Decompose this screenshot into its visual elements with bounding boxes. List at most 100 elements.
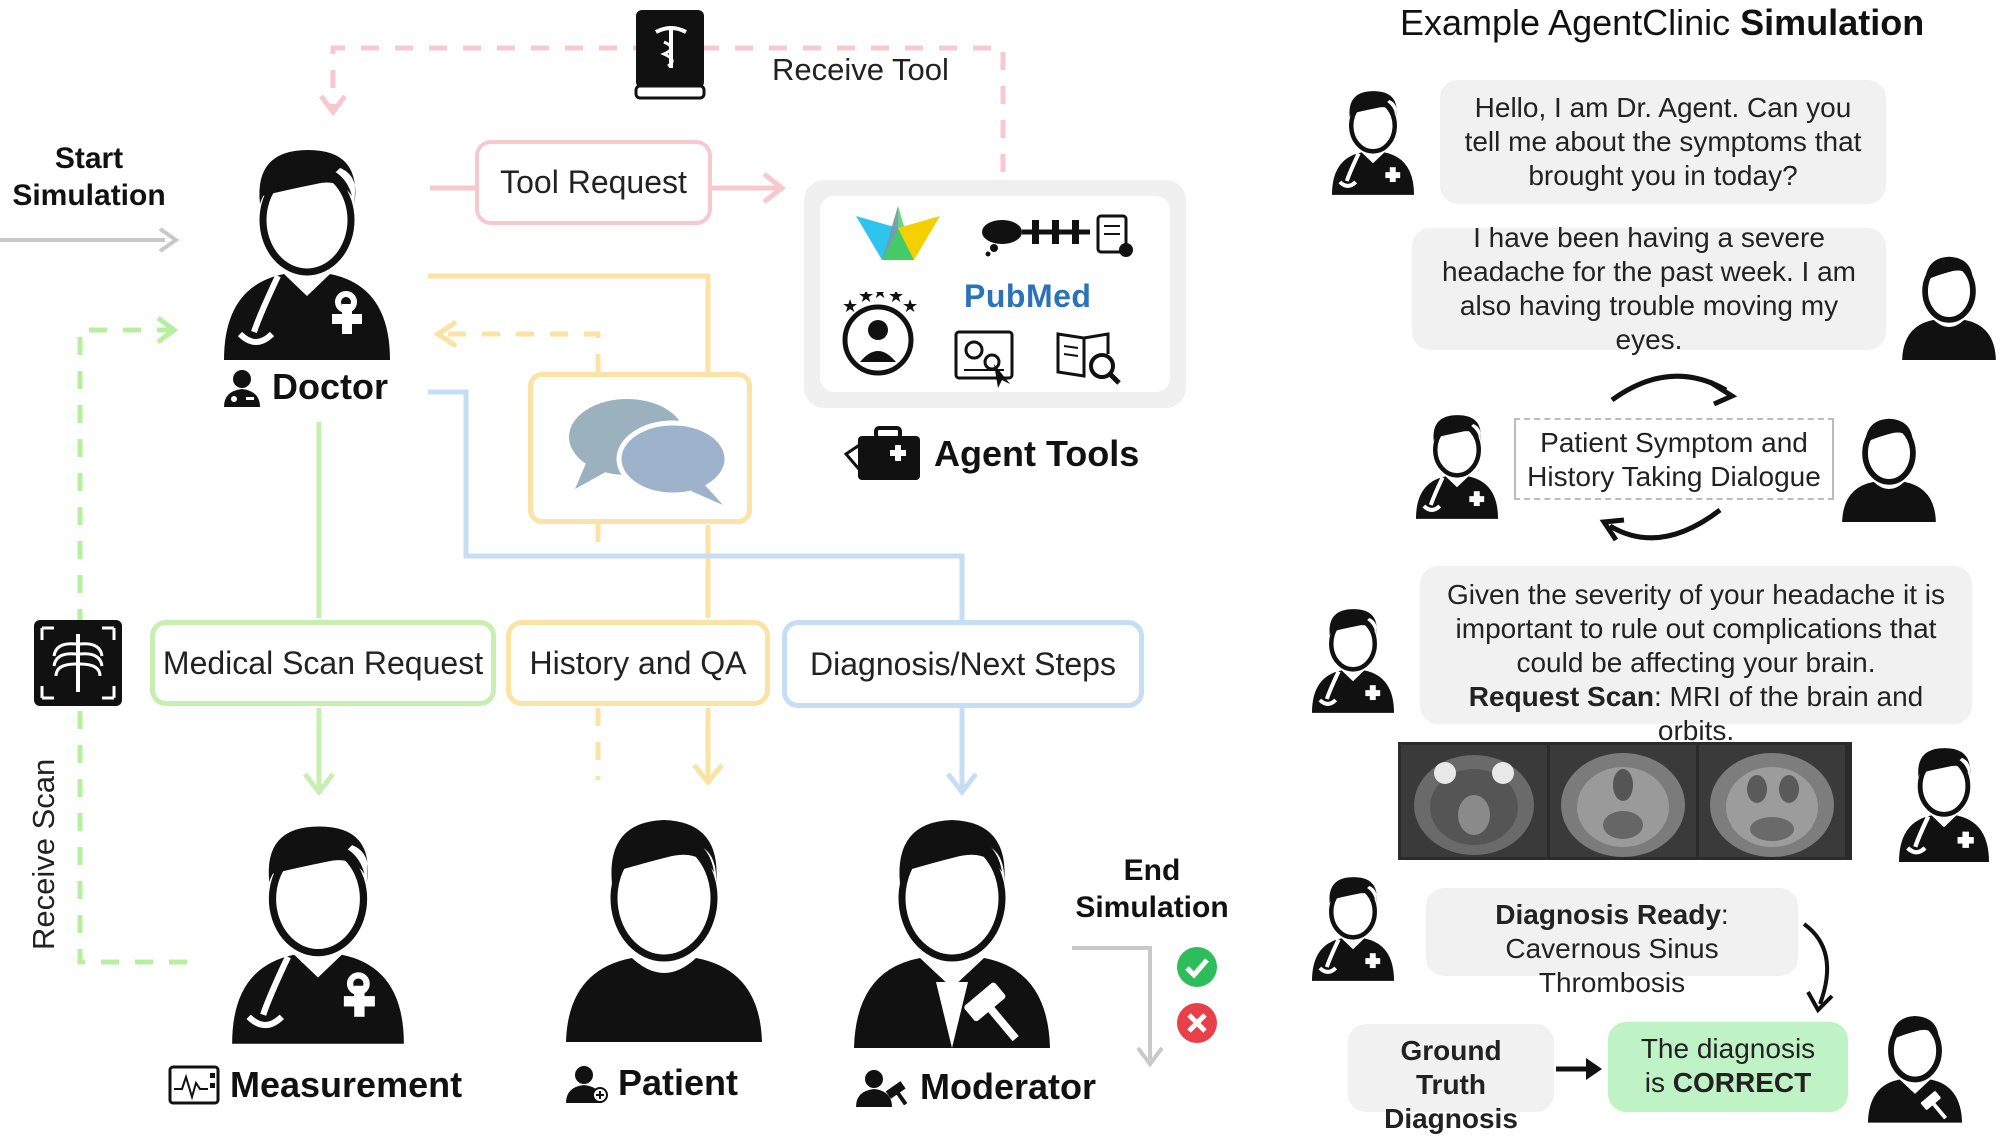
medical-scan-request-box: Medical Scan Request xyxy=(150,620,496,706)
measurement-avatar xyxy=(228,822,408,1049)
ground-truth-line1: Ground Truth xyxy=(1400,1035,1502,1100)
doctor-message-1-text: Hello, I am Dr. Agent. Can you tell me a… xyxy=(1464,92,1862,191)
start-arrow xyxy=(0,227,180,253)
end-label-line2: Simulation xyxy=(1075,891,1229,924)
diagnosis-ready-bubble: Diagnosis Ready: Cavernous Sinus Thrombo… xyxy=(1426,888,1798,998)
xray-scan-icon xyxy=(34,620,122,711)
doctor-avatar-dialogue xyxy=(1414,412,1500,525)
toolbox-icon xyxy=(844,426,920,480)
agent-tools-label: Agent Tools xyxy=(844,424,1139,484)
measurement-label: Measurement xyxy=(168,1064,462,1106)
svg-text:★: ★ xyxy=(902,296,918,317)
doctor-avatar-diagnosis xyxy=(1310,874,1396,987)
end-simulation-label: End Simulation xyxy=(1070,852,1234,926)
mri-image-1 xyxy=(1401,745,1547,857)
doctor-message-2: Given the severity of your headache it i… xyxy=(1420,566,1972,746)
svg-text:★: ★ xyxy=(858,292,874,307)
dialogue-line1: Patient Symptom and xyxy=(1540,427,1808,458)
patient-message-1: I have been having a severe headache for… xyxy=(1412,222,1886,355)
tool-request-box: Tool Request xyxy=(475,140,712,225)
receive-scan-text: Receive Scan xyxy=(26,758,61,950)
patient-label: Patient xyxy=(566,1062,738,1104)
thought-chain-icon xyxy=(980,214,1140,263)
verdict-line2: is CORRECT xyxy=(1626,1066,1830,1100)
history-qa-label: History and QA xyxy=(529,644,747,681)
mri-image-3 xyxy=(1699,745,1845,857)
book-search-icon xyxy=(1056,328,1122,391)
end-arrow xyxy=(1072,946,1164,1068)
measurement-label-text: Measurement xyxy=(230,1064,463,1105)
start-label-line2: Simulation xyxy=(12,179,166,212)
example-title-prefix: Example AgentClinic xyxy=(1400,2,1741,43)
receive-tool-label: Receive Tool xyxy=(772,52,949,87)
verdict-box: The diagnosis is CORRECT xyxy=(1608,1022,1848,1112)
doctor-avatar-chat1 xyxy=(1330,88,1416,201)
mri-scan-strip xyxy=(1398,742,1852,860)
pubmed-text: PubMed xyxy=(964,278,1092,314)
doctor-message-1: Hello, I am Dr. Agent. Can you tell me a… xyxy=(1440,80,1886,204)
diagnosis-next-steps-label: Diagnosis/Next Steps xyxy=(810,645,1116,682)
doctor-person-icon xyxy=(224,370,260,407)
agent-tools-text: Agent Tools xyxy=(934,433,1140,474)
diagnosis-next-steps-box: Diagnosis/Next Steps xyxy=(782,620,1144,708)
receive-scan-label: Receive Scan xyxy=(26,750,62,950)
patient-label-text: Patient xyxy=(618,1062,739,1103)
request-scan-label: Request Scan xyxy=(1468,681,1654,712)
diagnosis-ready-colon: : xyxy=(1720,899,1729,930)
end-label-line1: End xyxy=(1123,854,1181,887)
start-simulation-label: Start Simulation xyxy=(4,140,174,214)
moderator-avatar xyxy=(850,812,1054,1053)
book-icon xyxy=(634,8,708,105)
moderator-label: Moderator xyxy=(856,1066,1096,1108)
dialogue-line2: History Taking Dialogue xyxy=(1527,461,1821,492)
doctor-avatar-scan xyxy=(1896,746,1992,867)
patient-avatar xyxy=(562,812,766,1047)
moderator-avatar-small xyxy=(1866,1008,1964,1129)
monitor-icon xyxy=(168,1065,220,1105)
dialogue-box xyxy=(528,372,752,524)
example-title-bold: Simulation xyxy=(1740,2,1925,43)
doctor-label: Doctor xyxy=(222,366,388,408)
verdict-prefix: is xyxy=(1644,1067,1673,1098)
patient-message-1-text: I have been having a severe headache for… xyxy=(1441,222,1857,355)
verdict-line1: The diagnosis xyxy=(1640,1033,1816,1064)
request-scan-value: : MRI of the brain and orbits. xyxy=(1653,681,1924,746)
mri-image-2 xyxy=(1550,745,1696,857)
svg-text:★: ★ xyxy=(872,292,888,303)
start-label-line1: Start xyxy=(54,142,124,175)
diagnosis-path xyxy=(428,389,978,797)
reviewer-stars-icon: ★ ★ ★ ★ ★ xyxy=(838,282,918,381)
cross-icon xyxy=(1176,1002,1218,1049)
patient-avatar-chat1 xyxy=(1900,250,1998,365)
verdict-bold: CORRECT xyxy=(1672,1067,1812,1098)
chat-bubbles-icon xyxy=(569,399,730,505)
doctor-avatar-main xyxy=(220,146,394,365)
example-title: Example AgentClinic Simulation xyxy=(1400,2,1924,44)
request-scan-line: Request Scan: MRI of the brain and orbit… xyxy=(1438,680,1954,748)
doctor-avatar-chat2 xyxy=(1310,606,1396,719)
dialogue-loop-arrows xyxy=(1599,373,1738,542)
svg-text:★: ★ xyxy=(842,296,858,317)
ground-truth-arrow xyxy=(1556,1058,1602,1080)
history-qa-box: History and QA xyxy=(506,620,770,706)
patient-person-icon xyxy=(566,1066,608,1103)
moderator-label-text: Moderator xyxy=(920,1066,1097,1107)
ground-truth-box: Ground Truth Diagnosis xyxy=(1348,1024,1554,1134)
settings-panel-icon xyxy=(954,330,1016,397)
tool-request-label: Tool Request xyxy=(500,164,687,200)
patient-avatar-dialogue xyxy=(1840,412,1938,527)
doctor-label-text: Doctor xyxy=(272,366,388,407)
dialogue-loop-label: Patient Symptom and History Taking Dialo… xyxy=(1514,418,1834,500)
diagnosis-ready-label: Diagnosis Ready xyxy=(1495,899,1721,930)
doctor-message-2-text: Given the severity of your headache it i… xyxy=(1446,579,1946,678)
crown-logo-icon xyxy=(852,206,944,273)
medical-scan-request-label: Medical Scan Request xyxy=(162,644,484,681)
check-icon xyxy=(1176,946,1218,993)
moderator-person-icon xyxy=(856,1070,908,1107)
pubmed-logo: PubMed xyxy=(964,278,1091,315)
diagnosis-to-verdict-arrow xyxy=(1802,922,1834,1014)
scan-path xyxy=(303,422,335,797)
diagnosis-value: Cavernous Sinus Thrombosis xyxy=(1505,933,1719,998)
svg-text:★: ★ xyxy=(888,292,904,307)
qa-path xyxy=(428,273,724,786)
